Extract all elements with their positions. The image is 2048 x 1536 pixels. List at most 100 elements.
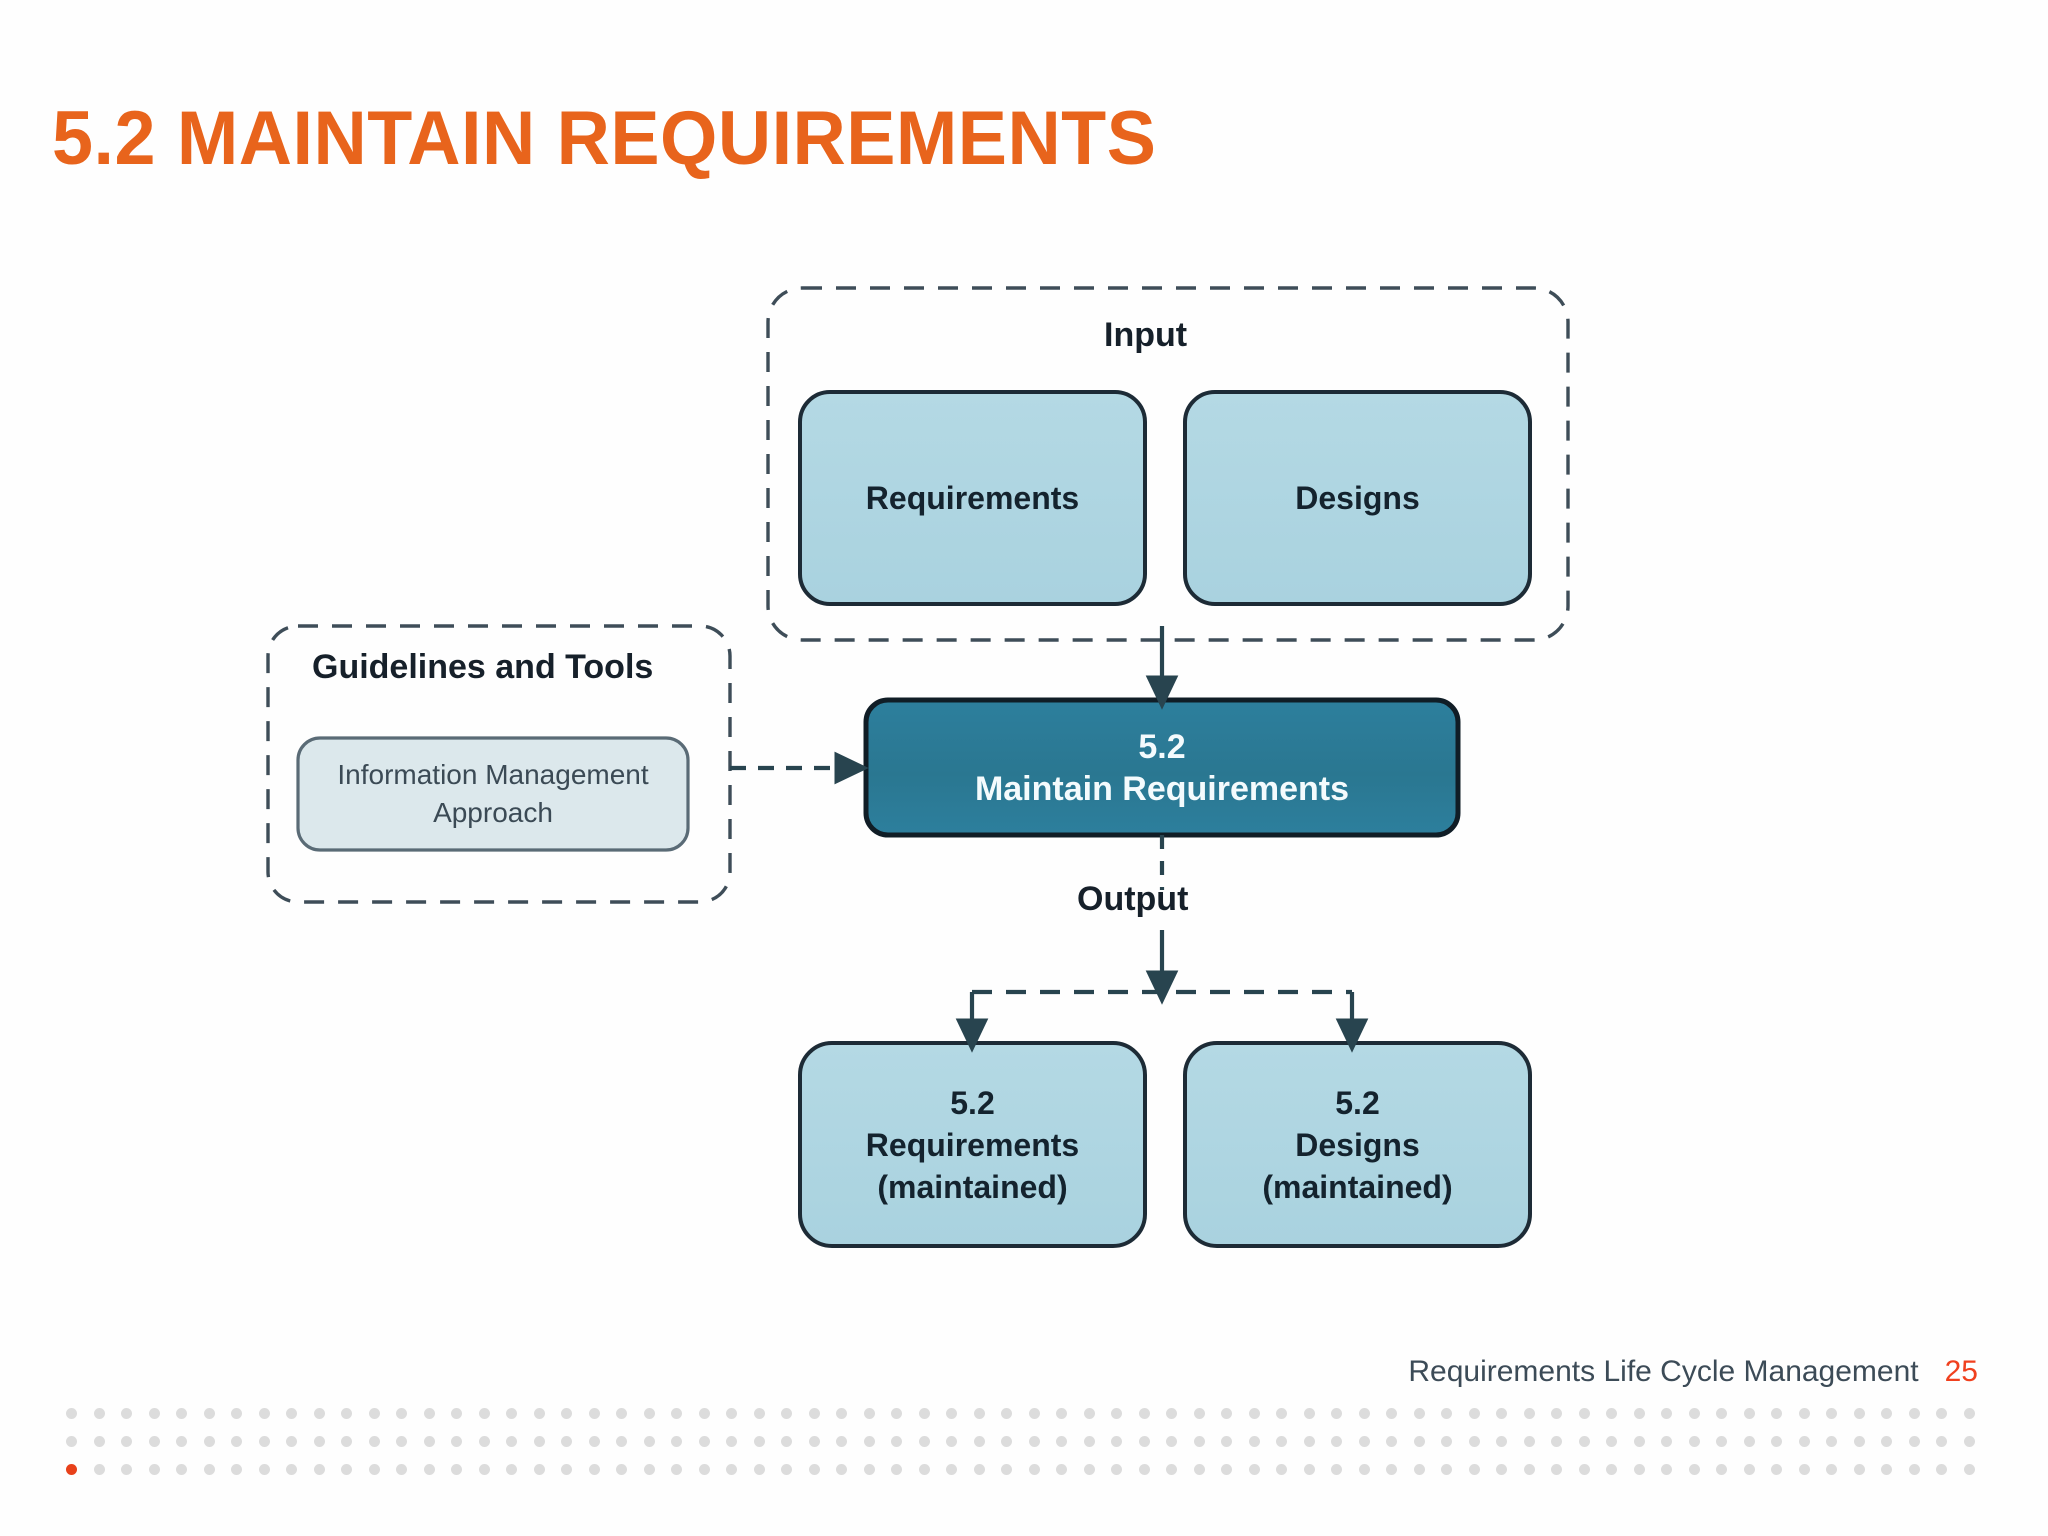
- dot: [176, 1436, 187, 1447]
- dot: [368, 1464, 380, 1475]
- dot: [616, 1408, 627, 1419]
- accent-dot: [66, 1464, 77, 1475]
- dot: [1193, 1436, 1205, 1447]
- dot: [588, 1436, 600, 1447]
- dot: [973, 1408, 985, 1419]
- dot: [1743, 1464, 1755, 1475]
- dot: [1028, 1436, 1040, 1447]
- dot: [1248, 1464, 1260, 1475]
- dot: [396, 1464, 407, 1475]
- dot: [1716, 1436, 1727, 1447]
- dot: [93, 1436, 105, 1447]
- dot: [1606, 1408, 1617, 1419]
- dot: [1908, 1464, 1920, 1475]
- dot: [671, 1436, 682, 1447]
- dot: [1826, 1436, 1837, 1447]
- dot: [121, 1464, 132, 1475]
- dot: [561, 1436, 572, 1447]
- dot: [396, 1436, 407, 1447]
- dot: [1358, 1464, 1370, 1475]
- dot: [1826, 1464, 1837, 1475]
- output-requirements-box[interactable]: [798, 1041, 1147, 1248]
- dot: [1798, 1408, 1810, 1419]
- dot: [1193, 1408, 1205, 1419]
- dot: [506, 1436, 517, 1447]
- output-designs-box[interactable]: [1183, 1041, 1532, 1248]
- dot: [1248, 1408, 1260, 1419]
- dot: [451, 1408, 462, 1419]
- dot: [891, 1436, 902, 1447]
- guidelines-group-boundary: [266, 624, 732, 904]
- dot: [588, 1408, 600, 1419]
- dot: [1798, 1464, 1810, 1475]
- maintain-requirements-box[interactable]: [863, 697, 1461, 838]
- dot: [1441, 1464, 1452, 1475]
- dot: [1551, 1408, 1562, 1419]
- dot: [1303, 1408, 1315, 1419]
- dot: [231, 1464, 242, 1475]
- dot: [286, 1408, 297, 1419]
- dot: [1908, 1408, 1920, 1419]
- dot: [1056, 1436, 1067, 1447]
- dot: [1248, 1436, 1260, 1447]
- dot: [506, 1408, 517, 1419]
- dot: [643, 1436, 655, 1447]
- dot: [1551, 1464, 1562, 1475]
- dot: [973, 1464, 985, 1475]
- dot: [1688, 1408, 1700, 1419]
- dot: [1496, 1436, 1507, 1447]
- dot: [121, 1436, 132, 1447]
- dot: [946, 1436, 957, 1447]
- dot: [258, 1436, 270, 1447]
- dot: [231, 1436, 242, 1447]
- dot: [451, 1436, 462, 1447]
- dot: [203, 1408, 215, 1419]
- dot: [1083, 1408, 1095, 1419]
- dot: [781, 1408, 792, 1419]
- dot: [1633, 1464, 1645, 1475]
- dot: [561, 1464, 572, 1475]
- dot: [1331, 1464, 1342, 1475]
- dot: [836, 1436, 847, 1447]
- dot: [533, 1464, 545, 1475]
- dot: [313, 1408, 325, 1419]
- dot: [341, 1436, 352, 1447]
- dot: [863, 1436, 875, 1447]
- dot: [313, 1436, 325, 1447]
- input-requirements-box[interactable]: [798, 390, 1147, 606]
- dot: [1441, 1436, 1452, 1447]
- dot: [1111, 1408, 1122, 1419]
- dot: [781, 1436, 792, 1447]
- dot: [1138, 1436, 1150, 1447]
- dot: [1358, 1436, 1370, 1447]
- dot: [836, 1464, 847, 1475]
- dot: [1138, 1464, 1150, 1475]
- dot: [1468, 1408, 1480, 1419]
- dot: [1881, 1408, 1892, 1419]
- dot: [93, 1464, 105, 1475]
- dot: [808, 1464, 820, 1475]
- dot: [863, 1408, 875, 1419]
- information-management-approach-box[interactable]: [296, 736, 690, 852]
- dot: [1193, 1464, 1205, 1475]
- input-designs-box[interactable]: [1183, 390, 1532, 606]
- dot: [1496, 1408, 1507, 1419]
- dot: [1881, 1464, 1892, 1475]
- dot: [1386, 1408, 1397, 1419]
- dot: [753, 1464, 765, 1475]
- dot: [1881, 1436, 1892, 1447]
- dot: [1771, 1436, 1782, 1447]
- dot: [1743, 1436, 1755, 1447]
- dot: [863, 1464, 875, 1475]
- dot: [506, 1464, 517, 1475]
- dot: [1221, 1464, 1232, 1475]
- guidelines-group-title: Guidelines and Tools: [312, 648, 654, 686]
- dot: [121, 1408, 132, 1419]
- dot: [808, 1408, 820, 1419]
- dot: [1633, 1436, 1645, 1447]
- dot: [836, 1408, 847, 1419]
- dot: [1936, 1464, 1947, 1475]
- dot: [1001, 1436, 1012, 1447]
- dot-row: [66, 1436, 1975, 1447]
